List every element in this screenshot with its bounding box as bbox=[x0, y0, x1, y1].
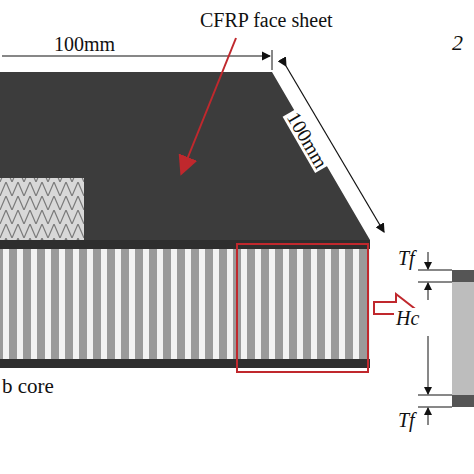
detail-box bbox=[237, 244, 368, 372]
leader-arrow bbox=[182, 38, 236, 172]
dimension-label: 100mm bbox=[52, 34, 117, 54]
top-face-sheet bbox=[0, 72, 370, 240]
section-label: 2 bbox=[452, 32, 463, 54]
part-label: CFRP face sheet bbox=[200, 10, 333, 30]
extension-line bbox=[272, 50, 273, 70]
honeycomb-core bbox=[0, 249, 370, 359]
section-top-sheet bbox=[452, 270, 474, 282]
honeycomb-cutaway bbox=[0, 178, 84, 242]
front-bottom-sheet bbox=[0, 359, 370, 368]
thickness-label: Tf bbox=[398, 248, 415, 268]
part-label: b core bbox=[2, 376, 54, 397]
section-bottom-sheet bbox=[452, 395, 474, 407]
section-dimensions bbox=[418, 252, 452, 425]
height-label: Hc bbox=[394, 308, 421, 328]
section-core bbox=[452, 282, 474, 395]
thickness-label: Tf bbox=[398, 410, 415, 430]
